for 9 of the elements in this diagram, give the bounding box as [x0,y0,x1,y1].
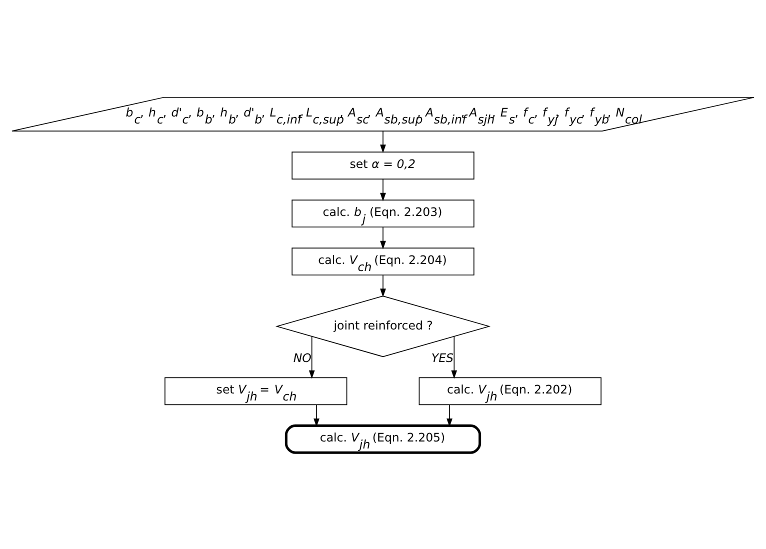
arrow [380,226,386,249]
node-box: set α = 0,2 [292,151,474,179]
arrow [446,404,452,426]
arrow [308,336,315,378]
arrow [451,336,458,378]
arrow [314,404,320,426]
arrow [380,274,386,297]
arrow [380,178,386,201]
arrow [380,130,386,153]
